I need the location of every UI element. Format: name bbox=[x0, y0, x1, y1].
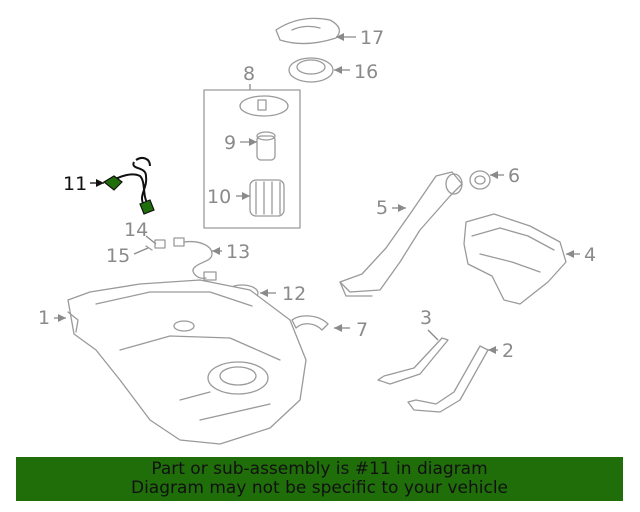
arrow-17 bbox=[336, 33, 344, 41]
part-13-sensor[interactable] bbox=[173, 237, 217, 281]
leader-14 bbox=[145, 235, 157, 245]
part-17-plate[interactable] bbox=[275, 17, 341, 45]
arrow-11 bbox=[96, 179, 104, 187]
callout-7[interactable]: 7 bbox=[356, 319, 368, 341]
callout-17[interactable]: 17 bbox=[360, 27, 384, 49]
part-15-clip[interactable] bbox=[145, 245, 153, 251]
callout-5[interactable]: 5 bbox=[376, 197, 388, 219]
arrow-7 bbox=[334, 324, 342, 332]
part-9-filter[interactable] bbox=[256, 131, 276, 161]
callout-4[interactable]: 4 bbox=[584, 244, 596, 266]
callout-10[interactable]: 10 bbox=[207, 186, 231, 208]
part-1-fuel-tank[interactable] bbox=[67, 279, 307, 445]
part-4-heat-shield[interactable] bbox=[463, 213, 567, 305]
leader-15 bbox=[133, 247, 149, 255]
part-5-filler-neck[interactable] bbox=[339, 171, 463, 297]
part-14-connector[interactable] bbox=[154, 239, 166, 249]
callout-2[interactable]: 2 bbox=[502, 340, 514, 362]
part-8-flange[interactable] bbox=[239, 95, 289, 117]
info-banner: Part or sub-assembly is #11 in diagram D… bbox=[16, 457, 623, 501]
callout-15[interactable]: 15 bbox=[106, 245, 130, 267]
callout-8[interactable]: 8 bbox=[243, 63, 255, 85]
leader-3 bbox=[427, 329, 439, 341]
arrow-5 bbox=[398, 204, 406, 212]
arrow-12 bbox=[260, 289, 268, 297]
arrow-4 bbox=[566, 250, 574, 258]
part-16-lock-ring[interactable] bbox=[288, 57, 334, 83]
part-10-strainer[interactable] bbox=[249, 179, 285, 217]
part-7-hose[interactable] bbox=[291, 315, 329, 331]
arrow-13 bbox=[212, 247, 220, 255]
arrow-6 bbox=[490, 171, 498, 179]
callout-9[interactable]: 9 bbox=[224, 132, 236, 154]
banner-line-1: Part or sub-assembly is #11 in diagram bbox=[151, 459, 488, 479]
callout-6[interactable]: 6 bbox=[508, 165, 520, 187]
callout-1[interactable]: 1 bbox=[38, 307, 50, 329]
callout-3[interactable]: 3 bbox=[420, 307, 432, 329]
arrow-10 bbox=[242, 192, 250, 200]
callout-11[interactable]: 11 bbox=[63, 173, 87, 195]
arrow-9 bbox=[249, 138, 257, 146]
part-11-harness[interactable] bbox=[102, 157, 155, 215]
arrow-1 bbox=[58, 314, 66, 322]
part-3-strap[interactable] bbox=[377, 337, 449, 385]
callout-12[interactable]: 12 bbox=[282, 283, 306, 305]
callout-13[interactable]: 13 bbox=[226, 241, 250, 263]
callout-16[interactable]: 16 bbox=[354, 61, 378, 83]
arrow-16 bbox=[334, 66, 342, 74]
part-8-module-box[interactable] bbox=[203, 89, 301, 229]
part-6-cap[interactable] bbox=[469, 170, 491, 190]
part-2-strap[interactable] bbox=[407, 345, 489, 413]
banner-line-2: Diagram may not be specific to your vehi… bbox=[130, 478, 508, 498]
arrow-2 bbox=[488, 346, 496, 354]
callout-14[interactable]: 14 bbox=[124, 219, 148, 241]
